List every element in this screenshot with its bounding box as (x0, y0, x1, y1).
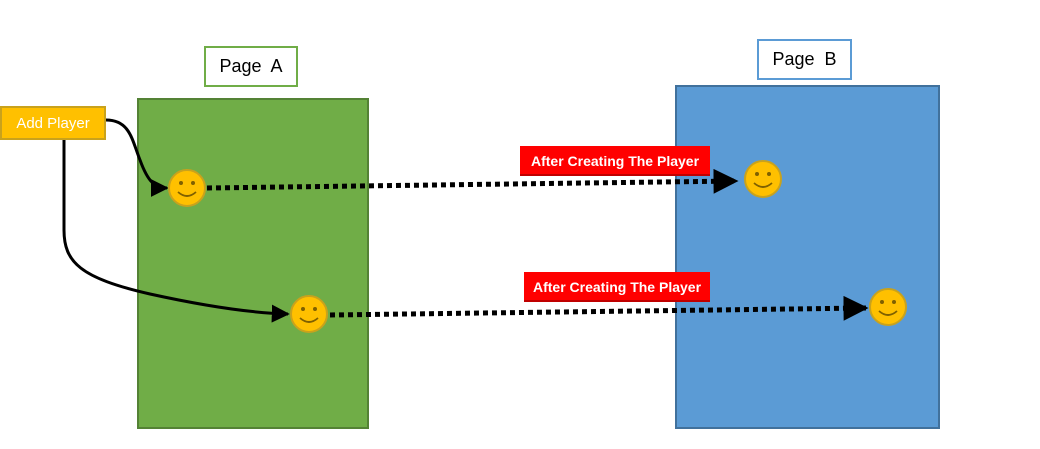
transition-label-1: After Creating The Player (520, 146, 710, 176)
add-player-button[interactable]: Add Player (0, 106, 106, 140)
transition-arrow-1 (206, 168, 739, 194)
smiley-icon (168, 169, 206, 207)
smiley-icon (744, 160, 782, 198)
transition-arrow-2 (329, 295, 869, 321)
page-b-area (675, 85, 940, 429)
connector-add-to-player-1 (105, 118, 169, 197)
transition-label-2: After Creating The Player (524, 272, 710, 302)
page-a-area (137, 98, 369, 429)
connector-add-to-player-2 (62, 140, 290, 323)
smiley-icon (290, 295, 328, 333)
smiley-icon (869, 288, 907, 326)
page-b-title: Page B (757, 39, 852, 80)
page-a-title: Page A (204, 46, 298, 87)
